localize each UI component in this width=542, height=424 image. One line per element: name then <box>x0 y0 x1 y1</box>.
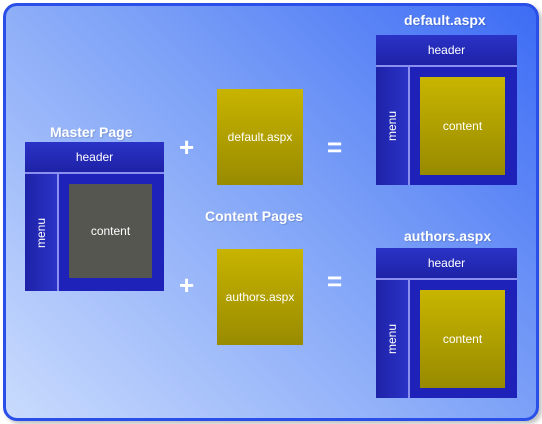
default-aspx-content-page: default.aspx <box>217 89 303 185</box>
master-menu-label: menu <box>34 217 48 248</box>
authors-content: content <box>420 290 505 388</box>
default-content: content <box>420 77 505 175</box>
authors-menu: menu <box>376 280 410 398</box>
master-header: header <box>25 142 164 174</box>
plus-operator-top: + <box>179 132 195 162</box>
master-menu: menu <box>25 174 59 291</box>
authors-menu-label: menu <box>385 323 399 355</box>
default-menu-label: menu <box>385 110 399 142</box>
default-aspx-title: default.aspx <box>404 12 486 28</box>
master-content-area: content <box>59 174 164 291</box>
default-menu: menu <box>376 67 410 185</box>
equals-operator-top: = <box>327 132 343 162</box>
master-page-box: header menu content <box>25 142 164 291</box>
equals-operator-bottom: = <box>327 266 343 296</box>
default-content-area: content <box>410 67 517 185</box>
authors-content-area: content <box>410 280 517 398</box>
master-page-title: Master Page <box>50 124 133 140</box>
authors-aspx-title: authors.aspx <box>404 228 492 244</box>
authors-aspx-result-page: header menu content <box>376 248 517 398</box>
default-aspx-result-page: header menu content <box>376 35 517 185</box>
master-content-placeholder: content <box>69 184 152 278</box>
default-header: header <box>376 35 517 67</box>
authors-aspx-content-page: authors.aspx <box>217 249 303 345</box>
content-pages-title: Content Pages <box>205 208 304 224</box>
plus-operator-bottom: + <box>179 270 195 300</box>
authors-header: header <box>376 248 517 280</box>
